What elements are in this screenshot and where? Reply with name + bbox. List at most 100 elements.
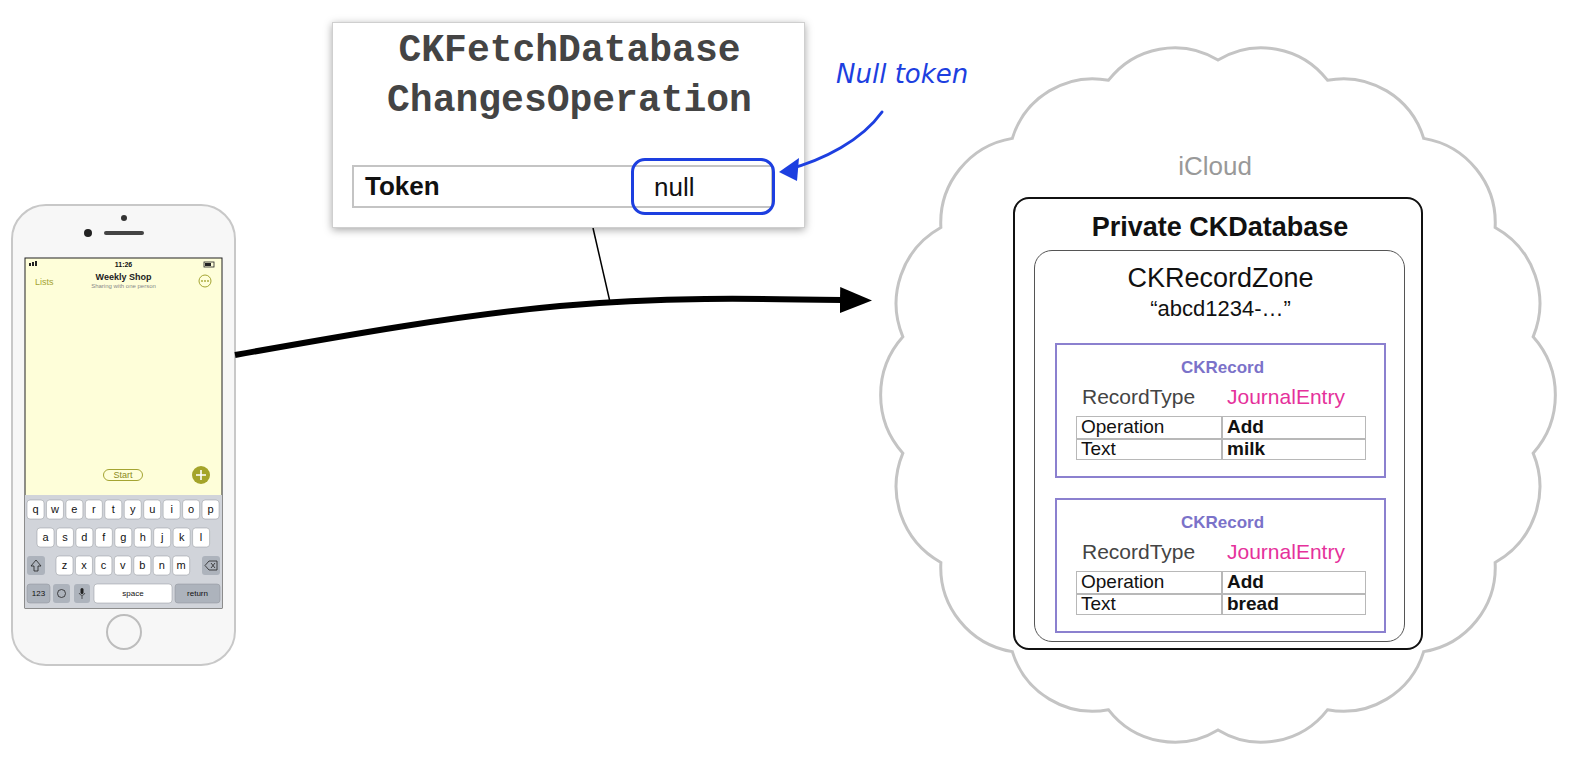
key-cap (173, 556, 190, 575)
signal-icon (29, 263, 31, 266)
key-cap (153, 556, 170, 575)
key-cap (163, 500, 180, 519)
emoji-symbol (58, 590, 66, 598)
battery-level (205, 263, 211, 266)
nav-link: Lists (35, 277, 54, 288)
add-button (192, 466, 210, 484)
field-name: RecordType (1082, 539, 1195, 564)
field-value: null (654, 172, 694, 203)
field-name: RecordType (1082, 384, 1195, 409)
key-cap (95, 556, 112, 575)
key-label: z (56, 556, 73, 575)
key-cap (105, 500, 122, 519)
key-label: r (85, 500, 102, 519)
key-label: o (183, 500, 200, 519)
key-cap (173, 528, 190, 547)
phone-speaker (104, 231, 144, 235)
more-dot (201, 280, 203, 282)
field-value: JournalEntry (1227, 539, 1345, 564)
key-cap (175, 584, 220, 603)
delete-symbol (205, 561, 217, 570)
field-name: Token (365, 171, 440, 202)
key-label: d (76, 528, 93, 547)
cloud: iCloudPrivate CKDatabaseCKRecordZone“abc… (872, 36, 1562, 754)
phone-body (12, 205, 235, 665)
key-cap (134, 556, 151, 575)
phone-illustration (12, 205, 235, 665)
emoji-key (53, 584, 70, 603)
list-subtitle: Sharing with one person (91, 283, 156, 290)
signal-icon (32, 262, 34, 266)
mic-key (74, 584, 90, 603)
callout-arrowhead (779, 158, 799, 181)
key-label: u (144, 500, 161, 519)
key-label: q (27, 500, 44, 519)
key-cap (124, 500, 141, 519)
operation-box: CKFetchDatabase ChangesOperationToken nul… (332, 22, 805, 228)
table-grid (1076, 438, 1366, 440)
key-cap (95, 528, 112, 547)
home-button (107, 615, 141, 649)
key-cap (27, 500, 44, 519)
connector-arrow (235, 299, 842, 355)
record-box: CKRecordRecordTypeJournalEntryOperationA… (1055, 343, 1386, 478)
callout-arrow (786, 112, 882, 170)
field-name: Text (1081, 438, 1116, 461)
key-label: p (202, 500, 219, 519)
key-label: j (154, 528, 171, 547)
key-cap (183, 500, 200, 519)
key-caps (27, 500, 220, 603)
record-title: CKRecord (1181, 358, 1264, 378)
field-name: Operation (1081, 571, 1164, 594)
key-cap (193, 528, 210, 547)
key-label: space (94, 584, 172, 603)
signal-icon (35, 261, 37, 266)
shift-symbol (31, 560, 41, 571)
key-label: t (105, 500, 122, 519)
key-cap (144, 500, 161, 519)
key-label: w (46, 500, 63, 519)
phone-screen (25, 258, 222, 608)
callout-label: Null token (836, 59, 968, 90)
field-value: bread (1227, 593, 1279, 616)
record-box: CKRecordRecordTypeJournalEntryOperationA… (1055, 498, 1386, 633)
delete-key (202, 556, 220, 575)
key-cap (134, 528, 151, 547)
start-button: Start (103, 469, 142, 482)
field-value: JournalEntry (1227, 384, 1345, 409)
key-label: a (37, 528, 54, 547)
key-label: s (56, 528, 73, 547)
key-label: y (124, 500, 141, 519)
key-label: i (163, 500, 180, 519)
key-label: f (95, 528, 112, 547)
list-title: Weekly Shop (96, 272, 152, 283)
token-row: Token null (352, 165, 773, 208)
mic-symbol (81, 588, 84, 594)
key-label: e (66, 500, 83, 519)
more-dot (207, 280, 209, 282)
key-cap (85, 500, 102, 519)
key-cap (66, 500, 83, 519)
key-cap (114, 556, 131, 575)
key-cap (56, 528, 73, 547)
cloud-shape (881, 48, 1556, 742)
phone-sensor (121, 215, 127, 221)
key-label: g (115, 528, 132, 547)
database-box: Private CKDatabaseCKRecordZone“abcd1234-… (1013, 197, 1423, 650)
battery-icon (204, 262, 214, 267)
key-cap (94, 584, 172, 603)
key-label: k (173, 528, 190, 547)
record-title: CKRecord (1181, 513, 1264, 533)
shift-key (27, 556, 45, 575)
field-name: Text (1081, 593, 1116, 616)
status-time: 11:26 (115, 261, 133, 269)
key-label: c (95, 556, 112, 575)
key-cap (115, 528, 132, 547)
more-dot (204, 280, 206, 282)
key-cap (27, 584, 50, 603)
add-plus (196, 470, 206, 480)
operation-title: CKFetchDatabase ChangesOperation (370, 26, 770, 126)
zone-id: “abcd1234-…” (1150, 296, 1291, 322)
field-value: milk (1227, 438, 1265, 461)
